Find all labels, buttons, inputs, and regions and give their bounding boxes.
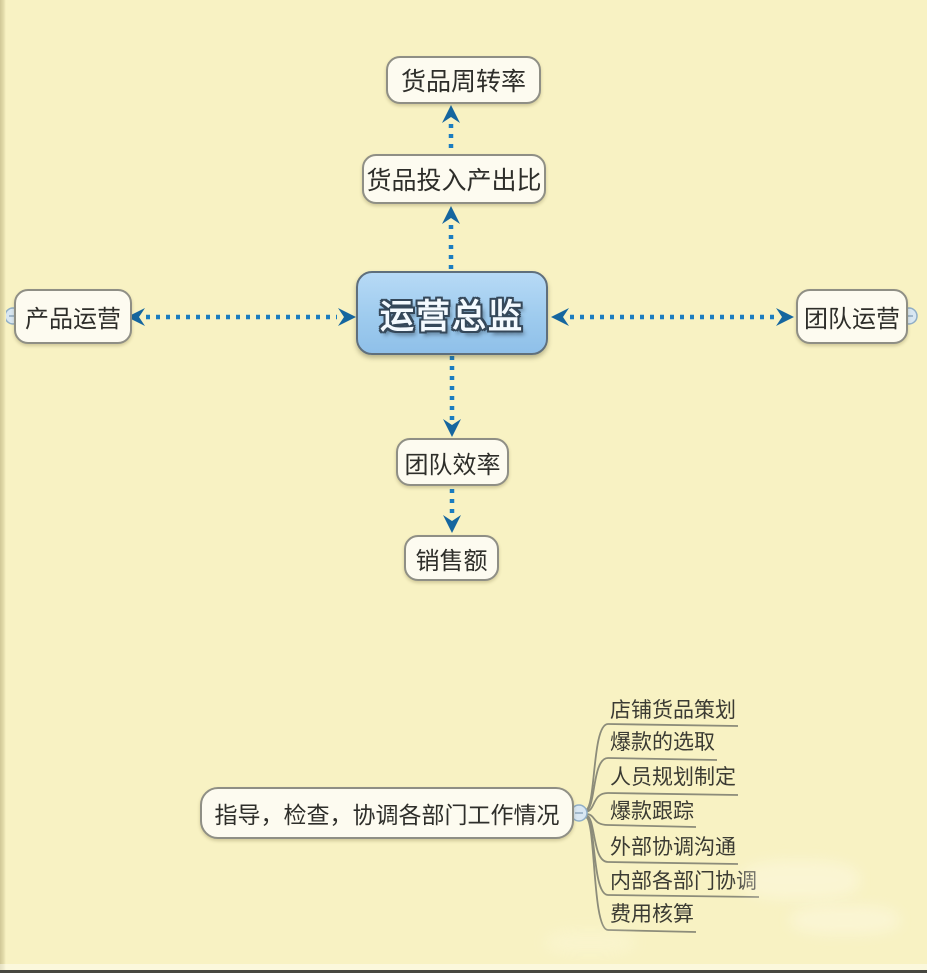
bottom-edge-highlight	[0, 964, 927, 970]
node-sales-amount[interactable]: 销售额	[404, 535, 499, 581]
duty-item-hot-item-selection[interactable]: 爆款的选取	[610, 731, 715, 754]
duty-item-external-coordination[interactable]: 外部协调沟通	[610, 836, 736, 859]
duty-item-hot-item-tracking[interactable]: 爆款跟踪	[610, 800, 694, 823]
duty-branch-curves	[585, 723, 760, 933]
node-guide-check-coordinate[interactable]: 指导，检查，协调各部门工作情况	[200, 787, 574, 839]
node-team-efficiency[interactable]: 团队效率	[396, 438, 509, 486]
duty-item-personnel-planning[interactable]: 人员规划制定	[610, 766, 736, 789]
dotted-arrow-lines	[146, 124, 775, 515]
arrowheads	[127, 105, 794, 533]
node-goods-input-output-ratio[interactable]: 货品投入产出比	[362, 154, 546, 204]
duty-item-internal-coordination[interactable]: 内部各部门协调	[610, 870, 757, 893]
node-goods-turnover-rate[interactable]: 货品周转率	[386, 56, 541, 104]
left-edge-shadow	[0, 0, 6, 973]
node-team-operations[interactable]: 团队运营	[796, 289, 908, 344]
node-operations-director-central-topic[interactable]: 运营总监	[356, 271, 548, 355]
node-product-operations[interactable]: 产品运营	[14, 289, 132, 344]
bottom-edge-border	[0, 970, 927, 973]
duty-item-cost-accounting[interactable]: 费用核算	[610, 903, 694, 926]
duty-item-store-goods-planning[interactable]: 店铺货品策划	[610, 699, 736, 722]
